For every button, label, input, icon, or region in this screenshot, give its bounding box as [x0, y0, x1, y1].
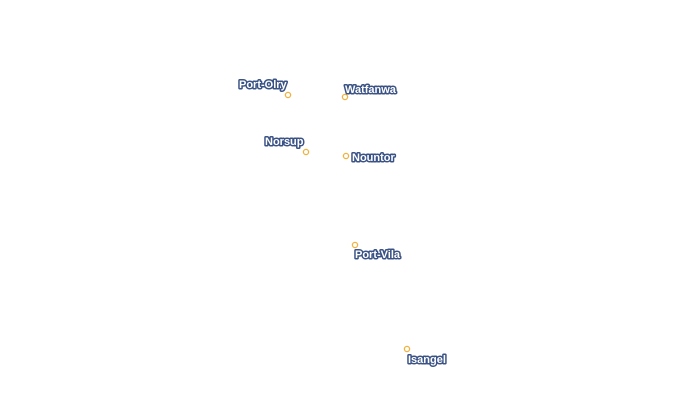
place-marker	[403, 345, 411, 353]
place-label: Port-Vila	[355, 249, 401, 261]
place-marker	[341, 93, 349, 101]
place-label: Norsup	[265, 136, 304, 148]
place-port-vila[interactable]: Port-Vila	[351, 241, 402, 263]
place-watfanwa[interactable]: Watfanwa	[341, 83, 398, 101]
place-label: Port-Olry	[239, 79, 288, 91]
place-isangel[interactable]: Isangel	[403, 345, 447, 368]
place-marker	[302, 148, 310, 156]
place-label: Nountor	[352, 152, 395, 164]
place-norsup[interactable]: Norsup	[264, 135, 310, 156]
place-nountor[interactable]: Nountor	[342, 151, 397, 166]
place-port-olry[interactable]: Port-Olry	[238, 78, 292, 99]
place-marker	[351, 241, 359, 249]
place-label: Isangel	[408, 354, 446, 366]
place-marker	[342, 152, 350, 160]
place-marker	[284, 91, 292, 99]
place-label: Watfanwa	[345, 84, 397, 96]
